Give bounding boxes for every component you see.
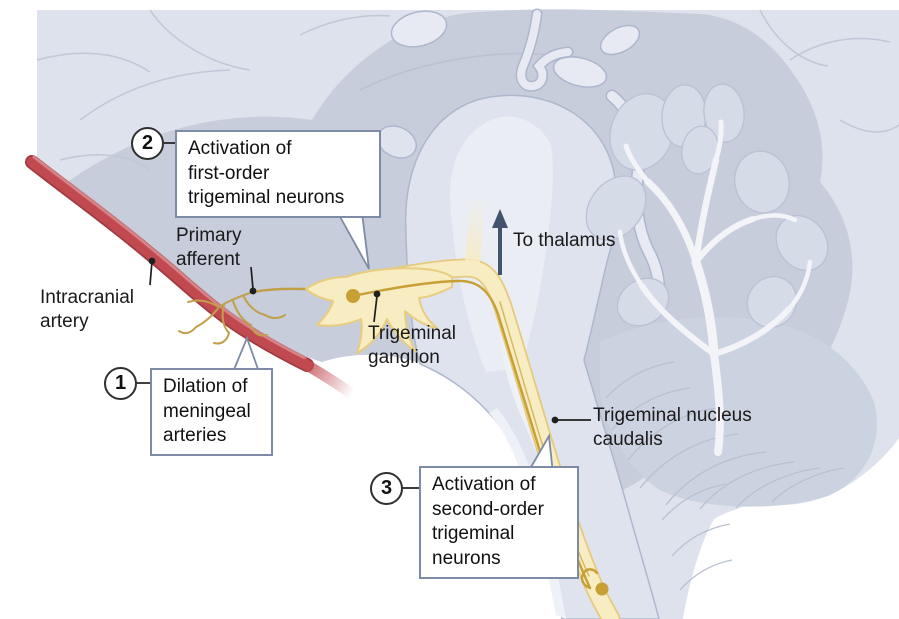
callout-2-box: Activation of first-order trigeminal neu… xyxy=(175,130,381,219)
second-order-cell-body xyxy=(595,582,609,596)
callout-1-pointer xyxy=(232,335,260,373)
artery-fading-tail xyxy=(299,358,358,400)
callout-pointers xyxy=(232,212,554,475)
label-trigeminal-ganglion: Trigeminal ganglion xyxy=(368,323,456,368)
callout-1-box: Dilation of meningeal arteries xyxy=(150,368,273,457)
callout-3-box: Activation of second-order trigeminal ne… xyxy=(419,466,579,579)
callout-2-pointer xyxy=(337,212,370,270)
label-intracranial-artery: Intracranial artery xyxy=(40,287,134,332)
ascending-tract-fade xyxy=(464,195,485,274)
callout-3-pointer xyxy=(526,433,554,475)
meningeal-fiber-branches xyxy=(178,291,286,345)
callout-3-number: 3 xyxy=(370,472,403,505)
cerebellum-folia-lines xyxy=(605,361,845,591)
to-thalamus-arrow-icon xyxy=(492,209,508,275)
trigeminal-ganglion-shape xyxy=(305,267,453,354)
label-trigeminal-nucleus-caudalis: Trigeminal nucleus caudalis xyxy=(593,405,752,450)
cortex-sulci-lines xyxy=(36,9,899,171)
callout-2-number: 2 xyxy=(131,127,164,160)
cerebellum-tree xyxy=(585,83,829,456)
callout-1-number: 1 xyxy=(104,367,137,400)
leader-lines xyxy=(137,142,591,489)
label-to-thalamus: To thalamus xyxy=(513,230,616,251)
label-primary-afferent: Primary afferent xyxy=(176,225,242,270)
